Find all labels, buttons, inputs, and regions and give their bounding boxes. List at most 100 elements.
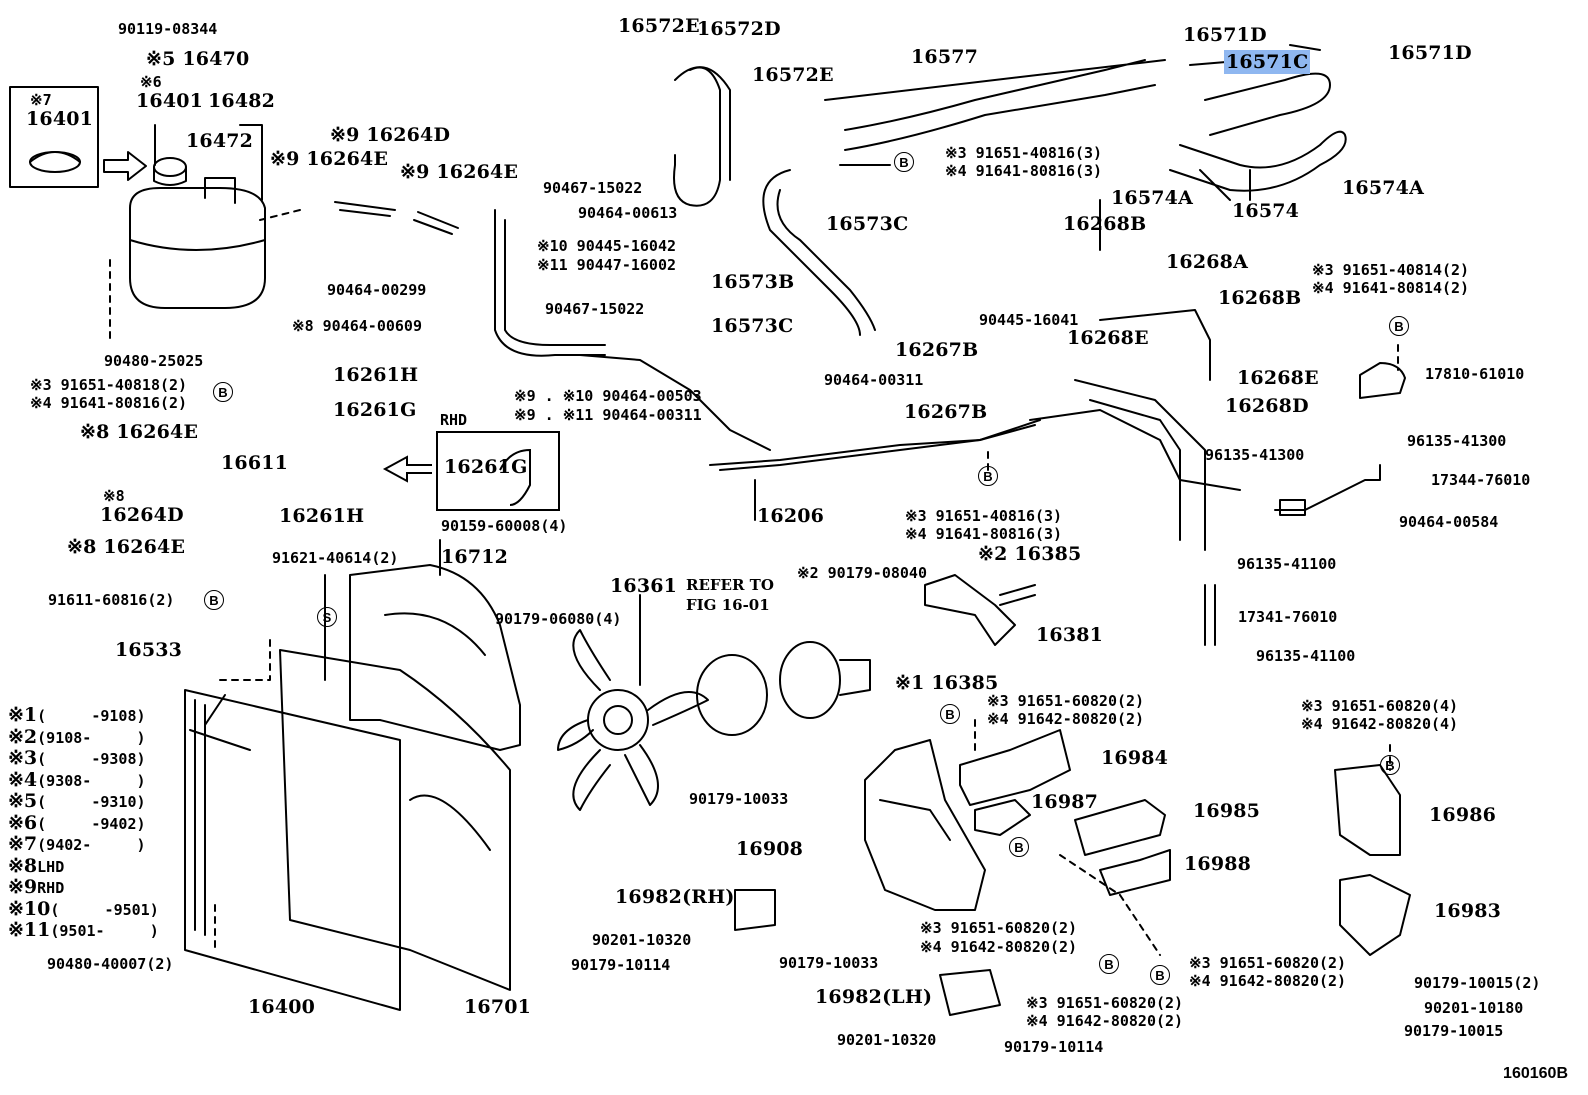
callout-90179-10114-bottom[interactable]: 90179-10114 [1004,1038,1104,1056]
callout-90480-40007[interactable]: 90480-40007(2) [47,955,174,973]
callout-91611-60816[interactable]: 91611-60816(2) [48,591,175,609]
callout-16577[interactable]: 16577 [911,46,979,68]
callout-16261h-bottom[interactable]: 16261H [279,505,365,527]
callout-16982-rh[interactable]: 16982(RH) [615,886,735,908]
callout-16261g-rhd[interactable]: 16261G [444,456,528,478]
callout-90445-16041[interactable]: 90445-16041 [979,311,1079,329]
callout-91651-60820-4[interactable]: ※3 91651-60820(4) [1301,697,1459,715]
callout-16482[interactable]: 16482 [208,90,276,112]
callout-90464-00584[interactable]: 90464-00584 [1399,513,1499,531]
callout-16206[interactable]: 16206 [757,505,825,527]
callout-90464-00609[interactable]: ※8 90464-00609 [292,317,422,335]
callout-90179-10015-2[interactable]: 90179-10015(2) [1414,974,1541,992]
callout-16572d[interactable]: 16572D [697,18,781,40]
callout-16470[interactable]: ※5 16470 [146,48,250,70]
callout-90464-00503[interactable]: ※9 . ※10 90464-00503 [514,387,702,405]
callout-91651-60820-2c[interactable]: ※3 91651-60820(2) [1189,954,1347,972]
callout-16268e-bottom[interactable]: 16268E [1237,367,1319,389]
callout-91621-40614[interactable]: 91621-40614(2) [272,549,399,567]
callout-91642-80820-2c[interactable]: ※4 91642-80820(2) [1189,972,1347,990]
callout-16361[interactable]: 16361 [610,575,678,597]
callout-91641-80816-2[interactable]: ※4 91641-80816(2) [30,394,188,412]
callout-91651-60820-2a[interactable]: ※3 91651-60820(2) [987,692,1145,710]
callout-91641-80816-top[interactable]: ※4 91641-80816(3) [945,162,1103,180]
callout-90179-06080[interactable]: 90179-06080(4) [495,610,622,628]
callout-91641-80814[interactable]: ※4 91641-80814(2) [1312,279,1470,297]
callout-16264e-lhd-top[interactable]: ※8 16264E [80,421,199,443]
callout-91642-80820-2a[interactable]: ※4 91642-80820(2) [987,710,1145,728]
callout-16574a-right[interactable]: 16574A [1342,177,1425,199]
callout-16472[interactable]: 16472 [186,130,254,152]
callout-90480-25025[interactable]: 90480-25025 [104,352,204,370]
callout-16401-inset[interactable]: 16401 [26,108,94,130]
callout-16982-lh[interactable]: 16982(LH) [815,986,933,1008]
callout-16268d[interactable]: 16268D [1225,395,1309,417]
callout-90159-60008[interactable]: 90159-60008(4) [441,517,568,535]
callout-16268b-top[interactable]: 16268B [1063,213,1147,235]
callout-16573c-bottom[interactable]: 16573C [711,315,794,337]
callout-16401[interactable]: 16401 [136,90,204,112]
callout-16267b-top[interactable]: 16267B [895,339,979,361]
callout-90201-10180[interactable]: 90201-10180 [1424,999,1524,1017]
callout-16611[interactable]: 16611 [221,452,289,474]
callout-16268e-top[interactable]: 16268E [1067,327,1149,349]
callout-91651-60820-2d[interactable]: ※3 91651-60820(2) [1026,994,1184,1012]
callout-16571c[interactable]: 16571C [1224,50,1311,74]
callout-16983[interactable]: 16983 [1434,900,1502,922]
callout-91651-40816-top[interactable]: ※3 91651-40816(3) [945,144,1103,162]
callout-16385-2[interactable]: ※2 16385 [978,543,1082,565]
callout-90201-10320-top[interactable]: 90201-10320 [592,931,692,949]
callout-91642-80820-2b[interactable]: ※4 91642-80820(2) [920,938,1078,956]
callout-96135-41300-left[interactable]: 96135-41300 [1205,446,1305,464]
callout-16267b-bottom[interactable]: 16267B [904,401,988,423]
callout-96135-41100-top[interactable]: 96135-41100 [1237,555,1337,573]
callout-17344-76010[interactable]: 17344-76010 [1431,471,1531,489]
callout-16264e-left[interactable]: ※9 16264E [270,148,389,170]
callout-16264e-right[interactable]: ※9 16264E [400,161,519,183]
callout-90179-10033-bottom[interactable]: 90179-10033 [779,954,879,972]
callout-96135-41100-bottom[interactable]: 96135-41100 [1256,647,1356,665]
callout-16400[interactable]: 16400 [248,996,316,1018]
callout-16572e-top[interactable]: 16572E [618,15,700,37]
callout-16701[interactable]: 16701 [464,996,532,1018]
callout-16574[interactable]: 16574 [1232,200,1300,222]
callout-16264e-lhd-bottom[interactable]: ※8 16264E [67,536,186,558]
callout-16572e-mid[interactable]: 16572E [752,64,834,86]
callout-91651-60820-2b[interactable]: ※3 91651-60820(2) [920,919,1078,937]
callout-16533[interactable]: 16533 [115,639,183,661]
refer-fig-note[interactable]: FIG 16-01 [686,596,770,614]
callout-90119-08344[interactable]: 90119-08344 [118,20,218,38]
callout-96135-41300-right[interactable]: 96135-41300 [1407,432,1507,450]
callout-16261g[interactable]: 16261G [333,399,417,421]
callout-16264d-top[interactable]: ※9 16264D [330,124,451,146]
callout-90445-16042[interactable]: ※10 90445-16042 [537,237,676,255]
callout-16268b-mid[interactable]: 16268B [1218,287,1302,309]
callout-91642-80820-4[interactable]: ※4 91642-80820(4) [1301,715,1459,733]
callout-16385-1[interactable]: ※1 16385 [895,672,999,694]
callout-16381[interactable]: 16381 [1036,624,1104,646]
callout-16574a-left[interactable]: 16574A [1111,187,1194,209]
callout-91641-80816-mid[interactable]: ※4 91641-80816(3) [905,525,1063,543]
callout-91651-40814[interactable]: ※3 91651-40814(2) [1312,261,1470,279]
callout-90201-10320-bottom[interactable]: 90201-10320 [837,1031,937,1049]
callout-16986[interactable]: 16986 [1429,804,1497,826]
callout-16988[interactable]: 16988 [1184,853,1252,875]
callout-16268a[interactable]: 16268A [1166,251,1249,273]
callout-16987[interactable]: 16987 [1031,791,1099,813]
callout-90447-16002[interactable]: ※11 90447-16002 [537,256,676,274]
callout-90464-00299[interactable]: 90464-00299 [327,281,427,299]
callout-16908[interactable]: 16908 [736,838,804,860]
callout-90179-10015[interactable]: 90179-10015 [1404,1022,1504,1040]
callout-90467-15022-top[interactable]: 90467-15022 [543,179,643,197]
callout-17810-61010[interactable]: 17810-61010 [1425,365,1525,383]
callout-16264d-lhd[interactable]: 16264D [100,504,184,526]
callout-91651-40818[interactable]: ※3 91651-40818(2) [30,376,188,394]
callout-90179-08040[interactable]: ※2 90179-08040 [797,564,927,582]
callout-90464-00311-right[interactable]: 90464-00311 [824,371,924,389]
callout-16984[interactable]: 16984 [1101,747,1169,769]
callout-90179-10114-top[interactable]: 90179-10114 [571,956,671,974]
callout-90179-10033-top[interactable]: 90179-10033 [689,790,789,808]
callout-16985[interactable]: 16985 [1193,800,1261,822]
callout-16261h-top[interactable]: 16261H [333,364,419,386]
callout-17341-76010[interactable]: 17341-76010 [1238,608,1338,626]
